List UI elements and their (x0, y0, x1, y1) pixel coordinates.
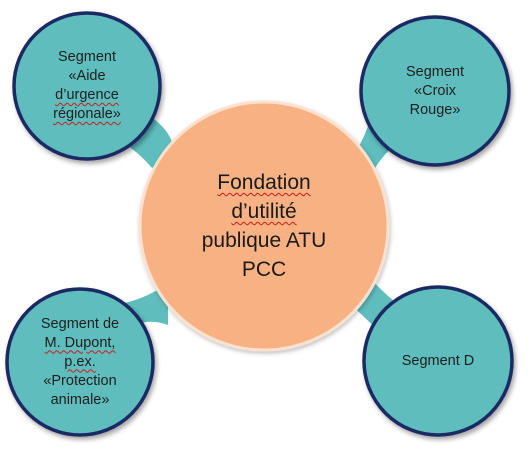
top-right-line-1: Segment (405, 63, 465, 80)
top-left-line-1: Segment (57, 49, 117, 65)
center-line-4: PCC (241, 258, 287, 281)
bottom-left-line-5: animale» (50, 391, 110, 408)
center-node (138, 100, 390, 352)
segment-label-bottom-right: Segment D (373, 348, 503, 374)
center-line-2: d’utilité (231, 200, 297, 223)
segment-label-top-left: Segment «Aide d’urgence régionale» (22, 40, 152, 132)
top-right-line-2: «Croix (414, 82, 456, 99)
center-line-3: publique ATU (201, 229, 327, 252)
center-label: Fondation d’utilité publique ATU PCC (144, 146, 384, 306)
segment-label-top-right: Segment «Croix Rouge» (370, 58, 500, 124)
bottom-left-line-4: «Protection (43, 372, 117, 389)
top-left-line-3: d’urgence (55, 87, 119, 103)
segment-node-bottom-left (5, 287, 155, 437)
top-left-line-2: «Aide (68, 68, 106, 84)
segment-node-top-left (12, 11, 162, 161)
center-line-1: Fondation (217, 171, 311, 194)
top-left-line-4: régionale» (53, 106, 121, 122)
bottom-left-line-2: M. Dupont, (44, 334, 116, 351)
bottom-right-line-1: Segment D (401, 352, 475, 369)
segment-label-bottom-left: Segment de M. Dupont, p.ex. «Protection … (15, 313, 145, 411)
top-right-line-3: Rouge» (409, 101, 461, 118)
segment-node-top-right (359, 15, 511, 167)
bottom-left-line-3: p.ex. (64, 353, 96, 370)
bottom-left-line-1: Segment de (40, 315, 120, 332)
segment-node-bottom-right (362, 285, 514, 437)
